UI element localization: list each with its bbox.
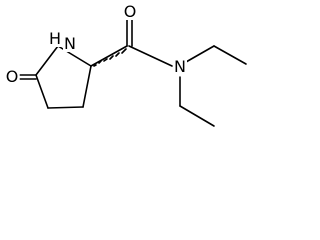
bond-ch2-ch3-upper: [213, 45, 247, 65]
atom-label-o-ring-carbonyl: O: [4, 67, 20, 86]
bond-layer: [16, 12, 247, 127]
atom-label-n-amide: N: [173, 57, 187, 76]
structure-diagram: N H O O N: [0, 0, 254, 134]
bond-c3-c4: [47, 106, 84, 109]
bond-c2-c3: [82, 65, 92, 108]
bond-c4-c5: [35, 74, 49, 109]
bond-n1-c5: [35, 45, 59, 76]
atom-label-h-ring: H: [47, 29, 63, 48]
atom-label-n-ring: N: [63, 34, 77, 53]
wedge-bond-hashed: [90, 45, 128, 67]
bond-camide-n: [128, 45, 173, 67]
bond-ch2-ch3-lower: [179, 105, 215, 127]
bond-n-ch2-upper: [185, 45, 215, 63]
atom-label-o-amide: O: [122, 2, 138, 21]
